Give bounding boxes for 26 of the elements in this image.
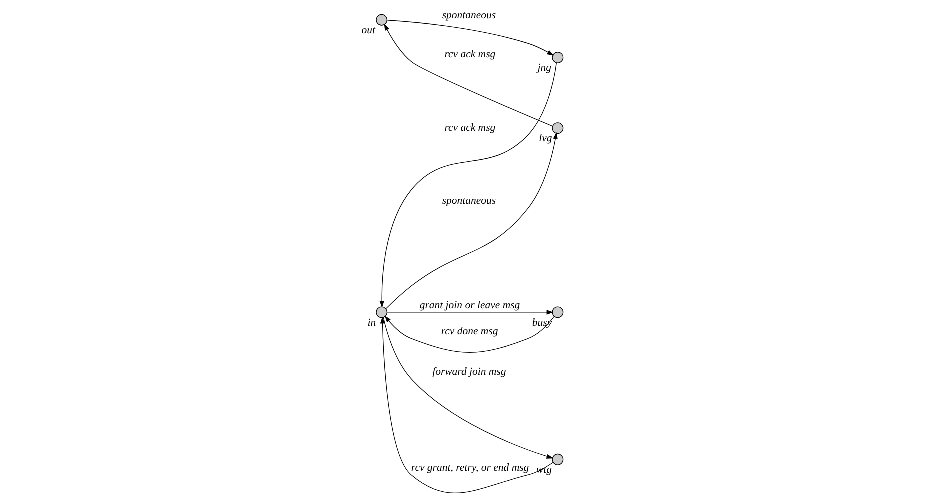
node-circle — [376, 306, 388, 318]
edge-label: spontaneous — [442, 10, 496, 22]
arrow — [386, 132, 558, 310]
node-label: out — [362, 24, 376, 36]
edge-label: forward join msg — [432, 366, 506, 378]
edge-label: grant join or leave msg — [420, 299, 520, 312]
edge-label: rcv done msg — [441, 326, 498, 338]
arrow — [380, 62, 557, 308]
node-circle — [552, 454, 564, 466]
arrow — [384, 24, 554, 127]
node-label: in — [368, 316, 376, 329]
node-label: lvg — [539, 132, 552, 145]
node-circle — [552, 122, 564, 134]
edge-label: rcv grant, retry, or end msg — [411, 462, 530, 474]
arrow — [380, 316, 554, 494]
arrow — [387, 20, 554, 56]
node-circle — [376, 14, 388, 26]
node-circle — [552, 306, 564, 318]
node-label: jng — [538, 62, 552, 74]
arrow — [387, 310, 554, 315]
edge-label: rcv ack msg — [444, 48, 496, 61]
node-circle — [552, 52, 564, 64]
edge-label: rcv ack msg — [444, 122, 496, 134]
edge-label: spontaneous — [442, 195, 496, 208]
arrow — [383, 317, 554, 459]
arrow — [384, 316, 555, 354]
